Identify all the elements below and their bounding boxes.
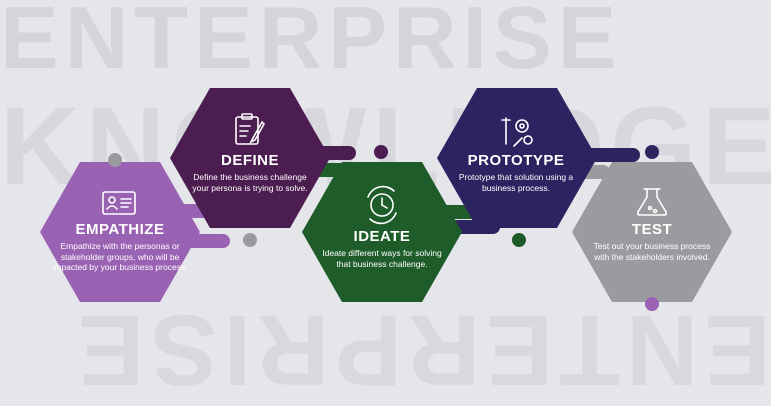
stage-empathize-title: EMPATHIZE: [75, 221, 165, 238]
dot-lilac-test: [645, 297, 659, 311]
hexagon-test: [572, 162, 732, 302]
hexagon-prototype: [437, 88, 597, 228]
stage-ideate: IDEATE Ideate different ways for solving…: [316, 228, 448, 269]
stage-prototype-description: Prototype that solution using a business…: [458, 172, 574, 193]
stage-define-title: DEFINE: [220, 152, 279, 169]
clipboard-pen-icon: [235, 113, 265, 145]
dot-green-prototype: [512, 233, 526, 247]
hexagon-empathize: [40, 162, 200, 302]
hexagon-define: [170, 88, 330, 228]
stage-define: DEFINE Define the business challenge you…: [185, 152, 315, 193]
stage-ideate-description: Ideate different ways for solving that b…: [322, 248, 442, 269]
stage-test: TEST Test out your business process with…: [586, 221, 718, 262]
hexagon-ideate: [302, 162, 462, 302]
dot-purple-ideate: [374, 145, 388, 159]
stage-define-description: Define the business challenge your perso…: [192, 172, 308, 193]
clock-cycle-icon: [367, 185, 397, 225]
dot-gray-define: [243, 233, 257, 247]
stage-prototype: PROTOTYPE Prototype that solution using …: [450, 152, 582, 193]
stage-ideate-title: IDEATE: [353, 228, 411, 245]
tools-gears-icon: [501, 117, 533, 147]
id-card-icon: [102, 191, 136, 215]
stage-empathize: EMPATHIZE Empathize with the personas or…: [50, 221, 190, 273]
stage-prototype-title: PROTOTYPE: [467, 152, 565, 169]
flask-icon: [636, 188, 668, 216]
background-word-top: ENTERPRISE: [0, 0, 623, 87]
stage-test-description: Test out your business process with the …: [593, 241, 711, 262]
dot-gray-empathize: [108, 153, 122, 167]
stage-test-title: TEST: [631, 221, 673, 238]
dot-navy-test: [645, 145, 659, 159]
stage-empathize-description: Empathize with the personas or stakehold…: [52, 241, 188, 272]
